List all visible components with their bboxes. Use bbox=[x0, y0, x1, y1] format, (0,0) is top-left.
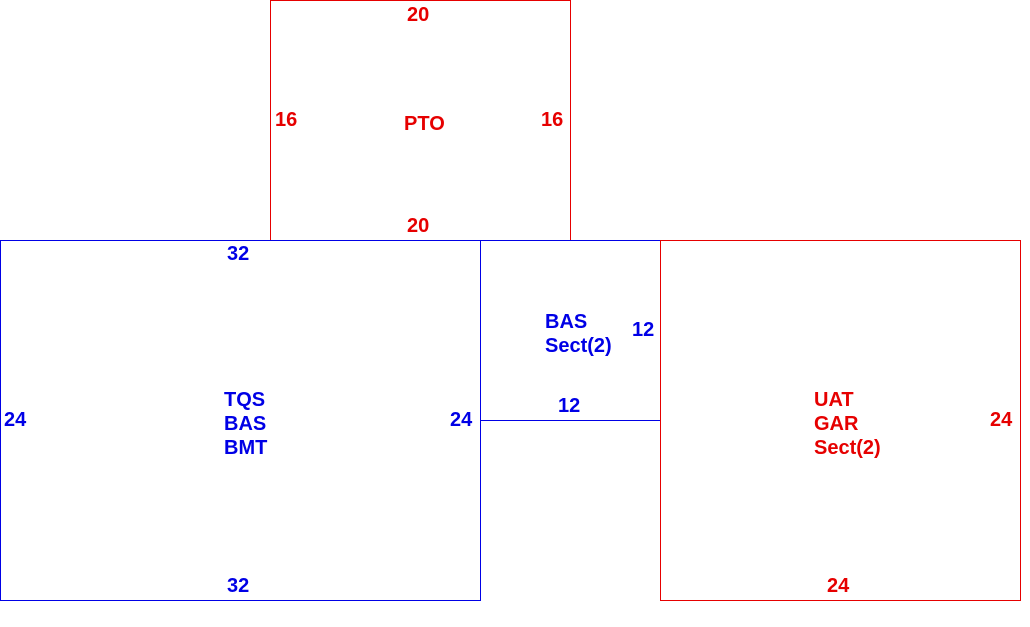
main-right-dim: 24 bbox=[450, 409, 473, 431]
main-bottom-dim: 32 bbox=[227, 575, 250, 597]
pto-left-dim: 16 bbox=[275, 109, 298, 131]
bas-sect-label-line: Sect(2) bbox=[545, 335, 612, 357]
main-label-line: BAS bbox=[224, 413, 267, 435]
main-label-line: TQS bbox=[224, 389, 266, 411]
room-uat bbox=[660, 240, 1021, 601]
uat-label-line: GAR bbox=[814, 413, 859, 435]
uat-right-dim: 24 bbox=[990, 409, 1013, 431]
pto-label: PTO bbox=[404, 113, 445, 135]
uat-label-line: UAT bbox=[814, 389, 854, 411]
main-top-dim: 32 bbox=[227, 243, 250, 265]
bas-sect-right-dim: 12 bbox=[632, 319, 655, 341]
uat-bottom-dim: 24 bbox=[827, 575, 850, 597]
bas-sect-label-line: BAS bbox=[545, 311, 588, 333]
pto-top-dim: 20 bbox=[407, 4, 430, 26]
pto-bottom-dim: 20 bbox=[407, 215, 430, 237]
uat-label-line: Sect(2) bbox=[814, 437, 881, 459]
pto-right-dim: 16 bbox=[541, 109, 564, 131]
bas-sect-bottom-dim: 12 bbox=[558, 395, 581, 417]
main-label-line: BMT bbox=[224, 437, 268, 459]
main-left-dim: 24 bbox=[4, 409, 27, 431]
